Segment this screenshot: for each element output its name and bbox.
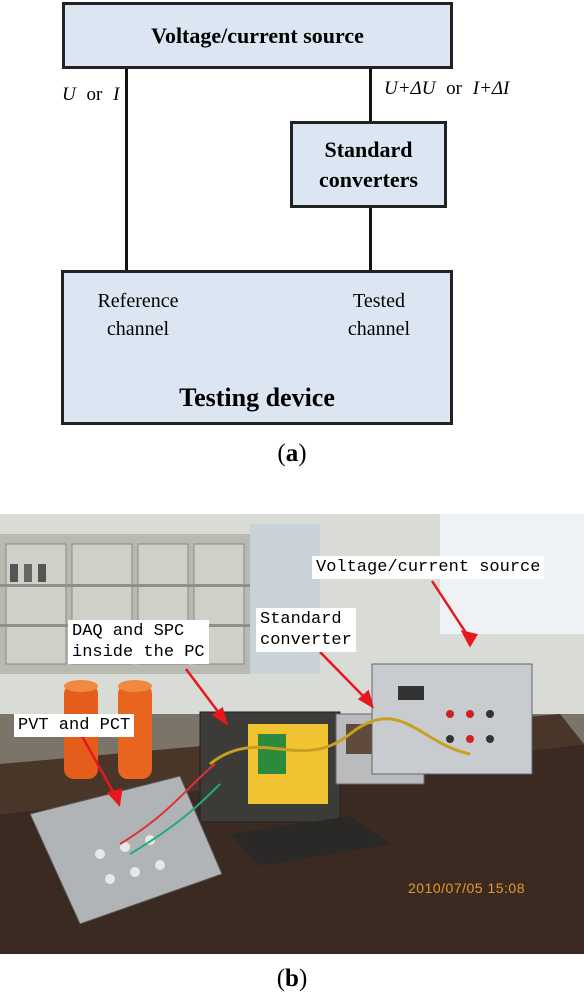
testing-device-title: Testing device xyxy=(179,383,335,412)
tested-channel-label: Tested channel xyxy=(347,290,411,340)
pvt-pct-cylinders xyxy=(64,680,152,779)
reference-channel-label: Reference channel xyxy=(97,290,179,340)
callout-daq-spc: DAQ and SPC inside the PC xyxy=(68,620,209,664)
callout-pvt-pct: PVT and PCT xyxy=(14,714,135,737)
left-signal-label: U or I xyxy=(62,84,120,105)
standard-converters-box: Standard converters xyxy=(290,121,447,208)
reference-wire xyxy=(125,69,128,270)
source-to-converter-wire xyxy=(369,69,372,121)
caption-b: (b) xyxy=(276,965,308,992)
photo-timestamp: 2010/07/05 15:08 xyxy=(408,880,525,896)
testing-device-box: Reference channel Tested channel Testing… xyxy=(61,270,453,425)
voltage-current-source-box: Voltage/current source xyxy=(62,2,453,69)
callout-standard-converter: Standard converter xyxy=(256,608,356,652)
converter-box-line1: Standard xyxy=(324,136,413,162)
computer-with-daq xyxy=(199,711,392,866)
lab-photo-illustration xyxy=(0,514,584,954)
callout-arrows xyxy=(80,580,478,807)
voltage-current-source-device xyxy=(371,663,533,775)
callout-voltage-current-source: Voltage/current source xyxy=(312,556,545,579)
source-box-label: Voltage/current source xyxy=(151,22,364,48)
lab-photo: Voltage/current source Standard converte… xyxy=(0,514,584,954)
converter-box-line2: converters xyxy=(319,166,418,192)
right-signal-label: U+ΔU or I+ΔI xyxy=(384,78,510,99)
converter-to-device-wire xyxy=(369,208,372,270)
pvt-pct-box xyxy=(29,775,223,925)
caption-a: (a) xyxy=(277,440,307,467)
